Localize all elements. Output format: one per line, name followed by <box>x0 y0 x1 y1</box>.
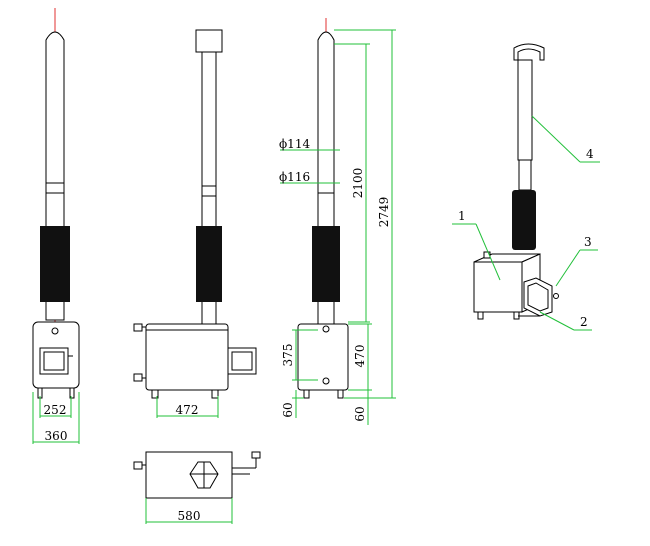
side-handle-top <box>133 323 143 332</box>
top-view: 580 <box>133 451 261 524</box>
side-insulation-sleeve <box>196 226 222 302</box>
side-rain-cap <box>195 29 223 53</box>
iso-stove-front <box>473 261 523 313</box>
top-handle <box>133 461 143 470</box>
side-view: 472 <box>133 29 257 418</box>
side-leg-left <box>151 389 159 399</box>
dim-body-height: 470 <box>353 345 367 368</box>
elevation-leg-left <box>303 389 310 399</box>
callout-2: 2 <box>580 315 588 329</box>
iso-chimney-pipe <box>517 59 533 161</box>
front-insulation-sleeve <box>40 226 70 302</box>
dim-pipe-height: 2100 <box>351 168 365 199</box>
dim-total-height: 2749 <box>377 197 391 228</box>
iso-door-knob <box>553 293 559 299</box>
dim-side-length: 472 <box>176 403 199 417</box>
side-leg-right <box>211 389 219 399</box>
callout-4: 4 <box>586 147 594 161</box>
dim-leg-height-left: 60 <box>281 402 295 417</box>
callout-1: 1 <box>458 209 466 223</box>
dim-door-height: 375 <box>281 344 295 367</box>
side-handle-bottom <box>133 373 143 382</box>
dim-front-inner-width: 252 <box>44 403 67 417</box>
isometric-view: 1 2 3 4 <box>452 43 600 331</box>
dim-pipe-diameter-bottom: ϕ116 <box>279 170 310 184</box>
side-stove-body <box>145 323 229 391</box>
front-vent-hole <box>51 327 59 335</box>
elevation-view: ϕ114 ϕ116 2100 2749 470 375 60 60 <box>279 18 396 425</box>
top-door-latch <box>251 451 261 459</box>
callout-3: 3 <box>584 235 592 249</box>
dim-top-length: 580 <box>178 509 201 523</box>
dim-front-outer-width: 360 <box>45 429 68 443</box>
elevation-stove-body <box>297 323 349 391</box>
top-stove-body <box>145 451 233 499</box>
dim-leg-height-right: 60 <box>353 406 367 421</box>
front-leg-right <box>69 387 75 399</box>
elevation-vent-top <box>322 325 330 333</box>
dim-pipe-diameter-top: ϕ114 <box>279 137 310 151</box>
iso-insulation-sleeve <box>512 190 536 250</box>
front-view: 252 360 <box>32 8 80 444</box>
elevation-vent-bottom <box>322 377 330 385</box>
iso-leg-front-left <box>477 311 484 320</box>
elevation-leg-right <box>337 389 344 399</box>
iso-rain-cap <box>513 43 545 61</box>
elevation-insulation-sleeve <box>312 226 340 302</box>
